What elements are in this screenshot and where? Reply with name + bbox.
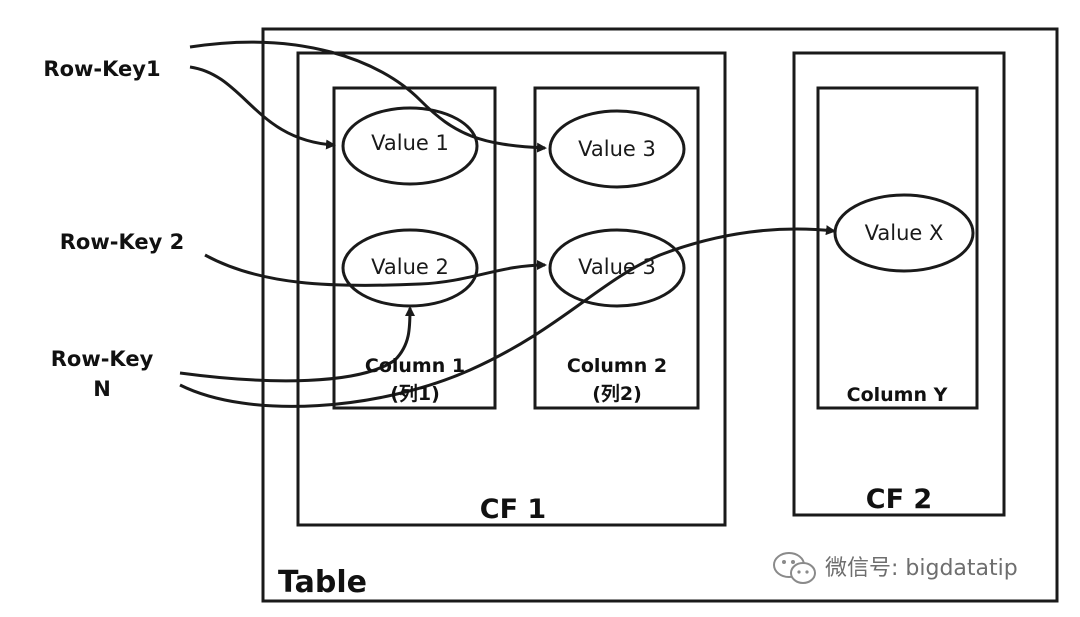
value-3b-label: Value 3 xyxy=(578,255,656,279)
cf2-label: CF 2 xyxy=(866,484,932,515)
value-1-ellipse xyxy=(341,106,479,186)
column-2-box xyxy=(533,86,700,410)
table-box xyxy=(261,27,1059,603)
column-1-box xyxy=(332,86,497,410)
watermark-text: 微信号: bigdatatip xyxy=(825,556,1018,581)
arrow-rowkey1-to-value1 xyxy=(189,65,336,150)
arrow-rowkey1-to-value3a xyxy=(189,40,547,153)
value-3a-ellipse xyxy=(548,109,686,189)
value-2-ellipse xyxy=(341,228,479,308)
cf2-box xyxy=(792,51,1006,517)
arrow-rowkeyn-to-valuex xyxy=(179,225,836,408)
column-2-sublabel: (列2) xyxy=(592,383,642,405)
rowkeyn-label-line1: Row-Key xyxy=(51,347,154,371)
column-1-label: Column 1 xyxy=(365,355,465,377)
value-x-label: Value X xyxy=(865,221,944,245)
rowkeyn-label-line2: N xyxy=(93,377,111,401)
rowkey1-label: Row-Key1 xyxy=(43,57,160,81)
rowkey2-label: Row-Key 2 xyxy=(60,230,184,254)
value-1-label: Value 1 xyxy=(371,131,449,155)
wechat-icon xyxy=(773,552,816,584)
cf1-box xyxy=(296,51,727,527)
arrow-rowkeyn-to-value2 xyxy=(179,306,415,383)
value-2-label: Value 2 xyxy=(371,255,449,279)
cf1-label: CF 1 xyxy=(480,494,546,525)
column-y-box xyxy=(816,86,979,410)
table-label: Table xyxy=(278,565,367,600)
column-y-label: Column Y xyxy=(847,384,948,406)
column-2-label: Column 2 xyxy=(567,355,667,377)
value-3b-ellipse xyxy=(548,228,686,308)
arrow-rowkey2-to-value3b xyxy=(204,253,547,287)
value-3a-label: Value 3 xyxy=(578,137,656,161)
column-1-sublabel: (列1) xyxy=(390,383,440,405)
